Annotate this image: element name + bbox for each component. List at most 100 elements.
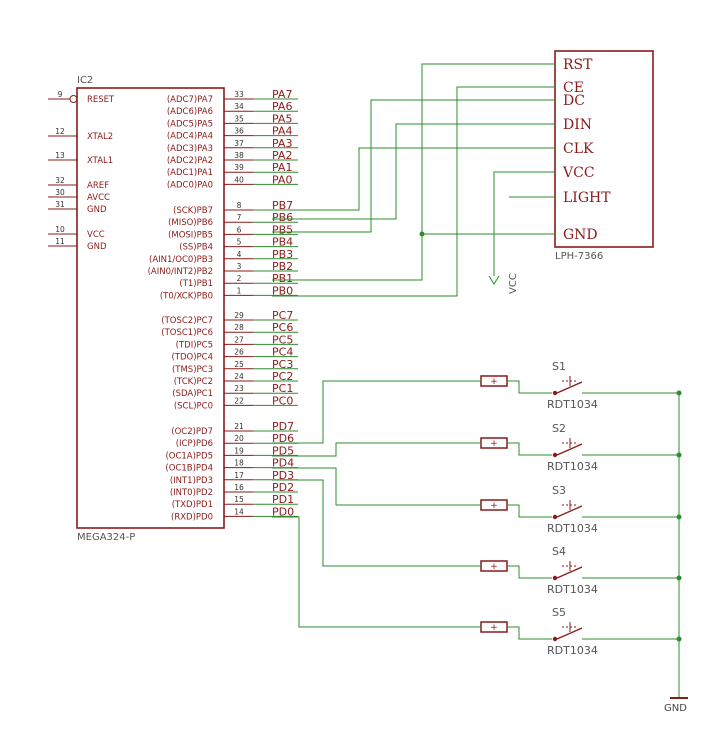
switch-wires: GND (272, 380, 688, 714)
net-label: PA6 (272, 100, 292, 113)
switch-wire (507, 565, 552, 579)
lcd-pin-label: CLK (563, 141, 594, 157)
pin-label: (T1)PB1 (179, 279, 213, 289)
net-label: PA5 (272, 112, 292, 125)
pin-number: 19 (234, 446, 244, 455)
wire-rst (272, 63, 555, 281)
pin-label: XTAL1 (87, 156, 113, 166)
pin-number: 31 (55, 200, 65, 209)
lcd-pin-label: LIGHT (563, 190, 611, 206)
net-label: PC6 (272, 321, 293, 334)
net-label: PA4 (272, 125, 292, 138)
inverted-pin-icon (69, 95, 78, 103)
net-label: PC5 (272, 333, 293, 346)
net-label: PC3 (272, 358, 293, 371)
switch-wire (507, 380, 552, 394)
pin-label: (TDI)PC5 (176, 340, 213, 350)
pin-number: 12 (55, 127, 65, 136)
wire-clk (272, 147, 555, 211)
pin-number: 35 (234, 114, 244, 123)
resistor-mark: + (490, 562, 498, 572)
pin-number: 38 (234, 151, 244, 160)
pin-number: 16 (234, 483, 244, 492)
pin-label: (ADC2)PA2 (167, 156, 213, 166)
pin-label: (TCK)PC2 (174, 377, 213, 387)
pin-number: 10 (55, 225, 65, 234)
pin-number: 2 (237, 274, 242, 283)
pin-number: 15 (234, 495, 244, 504)
net-label: PD0 (272, 505, 294, 518)
wire-pd0 (272, 516, 481, 628)
wire-pd6 (272, 380, 481, 444)
contact-dot (552, 575, 558, 581)
pin-number: 18 (234, 459, 244, 468)
pin-label: XTAL2 (87, 132, 113, 142)
contact-dot (552, 452, 558, 458)
pin-label: (TDO)PC4 (171, 353, 213, 363)
switch-blade-icon (556, 566, 583, 579)
pin-number: 29 (234, 311, 244, 320)
resistor-mark: + (490, 439, 498, 449)
pin-label: (ADC5)PA5 (167, 119, 213, 129)
pin-label: RESET (87, 95, 115, 105)
wire-ce (272, 86, 555, 297)
lcd-part: LPH-7366 (555, 251, 603, 262)
pin-label: (TXD)PD1 (172, 500, 213, 510)
wire-pd3 (272, 479, 481, 567)
pin-label: (ICP)PD6 (176, 439, 213, 449)
pin-label: (ADC6)PA6 (167, 107, 213, 117)
pin-label: (SCL)PC0 (174, 401, 213, 411)
wire-pd5 (272, 442, 481, 457)
pin-label: (ADC4)PA4 (167, 132, 213, 142)
net-label: PD3 (272, 469, 294, 482)
lcd-pin-label: CE (563, 80, 584, 96)
pin-label: (ADC7)PA7 (167, 95, 213, 105)
pin-number: 23 (234, 384, 244, 393)
resistor-mark: + (490, 501, 498, 511)
resistor-mark: + (490, 377, 498, 387)
pin-label: (ADC3)PA3 (167, 144, 213, 154)
switch-blade-icon (556, 381, 583, 394)
pin-number: 20 (234, 434, 244, 443)
pin-number: 9 (58, 90, 63, 99)
net-label: PC1 (272, 382, 293, 395)
net-label: PB3 (272, 248, 293, 261)
pin-label: AVCC (87, 193, 110, 203)
pin-number: 34 (234, 102, 244, 111)
pin-label: (TMS)PC3 (172, 365, 213, 375)
switch-name: S4 (552, 545, 566, 558)
lcd-pin-label: VCC (562, 165, 595, 181)
pin-number: 11 (55, 237, 65, 246)
pin-label: (TOSC1)PC6 (161, 328, 213, 338)
wire-din (272, 123, 555, 220)
pin-number: 27 (234, 335, 244, 344)
switch-blade-icon (556, 627, 583, 640)
vcc-arrow-icon (488, 275, 500, 285)
net-label: PB4 (272, 236, 293, 249)
wire-pd4 (272, 467, 481, 506)
ic-body (76, 87, 225, 529)
switch-part: RDT1034 (547, 644, 598, 657)
switch-wire (507, 442, 552, 456)
lcd-pin-label: GND (563, 227, 598, 243)
pin-label: (INT1)PD3 (170, 476, 213, 486)
pin-label: (SCK)PB7 (173, 206, 213, 216)
switch-blade-icon (556, 505, 583, 518)
pin-number: 3 (237, 262, 242, 271)
net-label: PC7 (272, 309, 293, 322)
ic-pin-nets: PA7PA6PA5PA4PA3PA2PA1PA0PB7PB6PB5PB4PB3P… (253, 88, 298, 518)
net-label: PA7 (272, 88, 292, 101)
pin-number: 39 (234, 163, 244, 172)
net-label: PD2 (272, 481, 294, 494)
contact-dot (552, 636, 558, 642)
pin-number: 40 (234, 175, 244, 184)
pin-number: 8 (237, 201, 242, 210)
net-label: PD5 (272, 444, 294, 457)
net-label: PD4 (272, 457, 294, 470)
pin-label: (OC1A)PD5 (165, 451, 213, 461)
pin-label: GND (87, 242, 107, 252)
pin-number: 33 (234, 90, 244, 99)
